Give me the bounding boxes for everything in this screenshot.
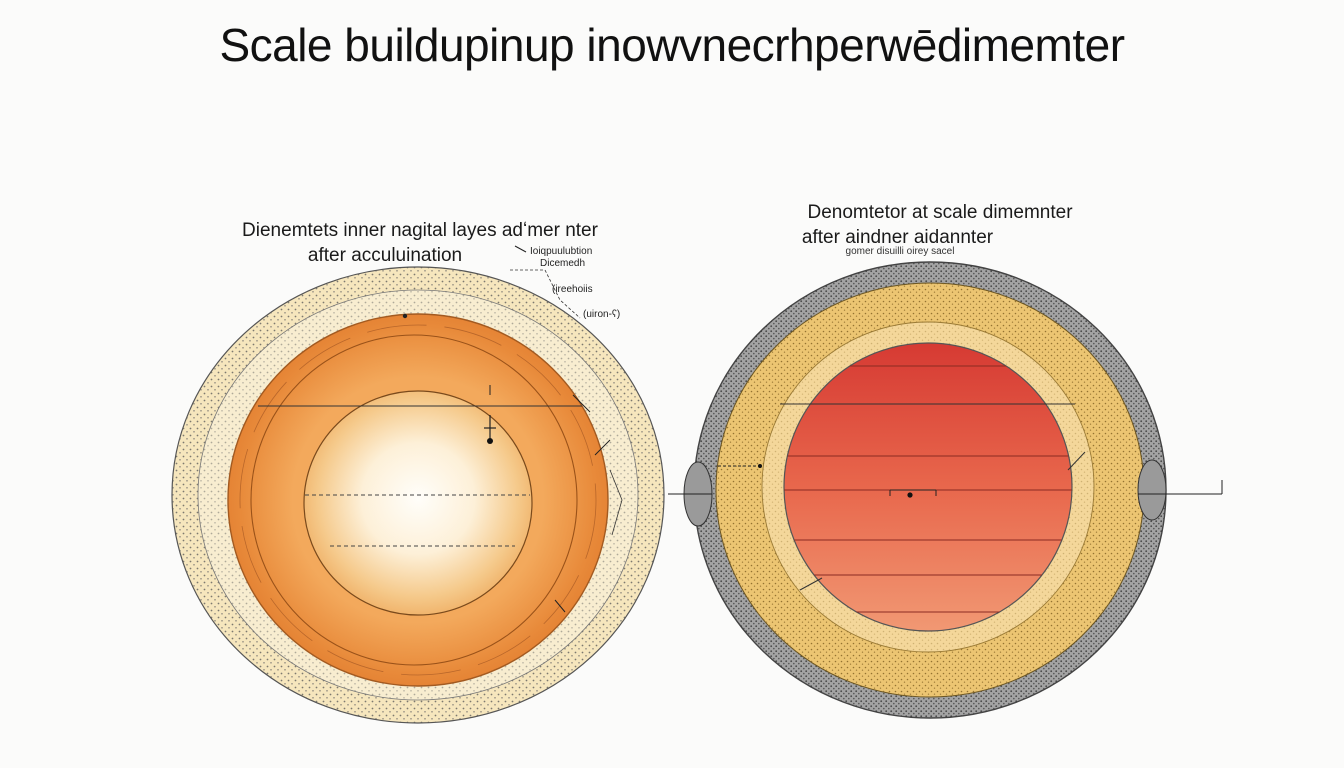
right-caption-line1: Denomtetor at scale dimemnter — [807, 202, 1073, 223]
left-callout-3: (ireehoiis — [552, 284, 593, 295]
left-cross-section — [171, 245, 665, 724]
right-subcaption: gomer disuilli oirey sacel — [845, 246, 955, 257]
right-caption: Denomtetor at scale dimemnter after aind… — [740, 200, 1140, 250]
left-caption-line2: after acculuination — [307, 245, 463, 266]
left-caption-line1: Dienemtets inner nagital layes adʻmer nt… — [242, 220, 598, 241]
left-core — [303, 390, 533, 616]
left-callout-4: (uiron-ʕ) — [583, 309, 621, 320]
page-title: Scale buildupinup inowvnecrhperwēdimemte… — [219, 19, 1125, 71]
right-caption-line2: after aindner aidannter — [801, 227, 994, 248]
left-callout-1: Ioiqpuulubtion — [530, 246, 593, 257]
right-cross-section — [668, 261, 1223, 719]
left-caption: Dienemtets inner nagital layes adʻmer nt… — [190, 218, 650, 268]
right-core — [783, 342, 1073, 632]
right-clamp — [1137, 459, 1167, 521]
left-callout-2: Dicemedh — [540, 258, 586, 269]
